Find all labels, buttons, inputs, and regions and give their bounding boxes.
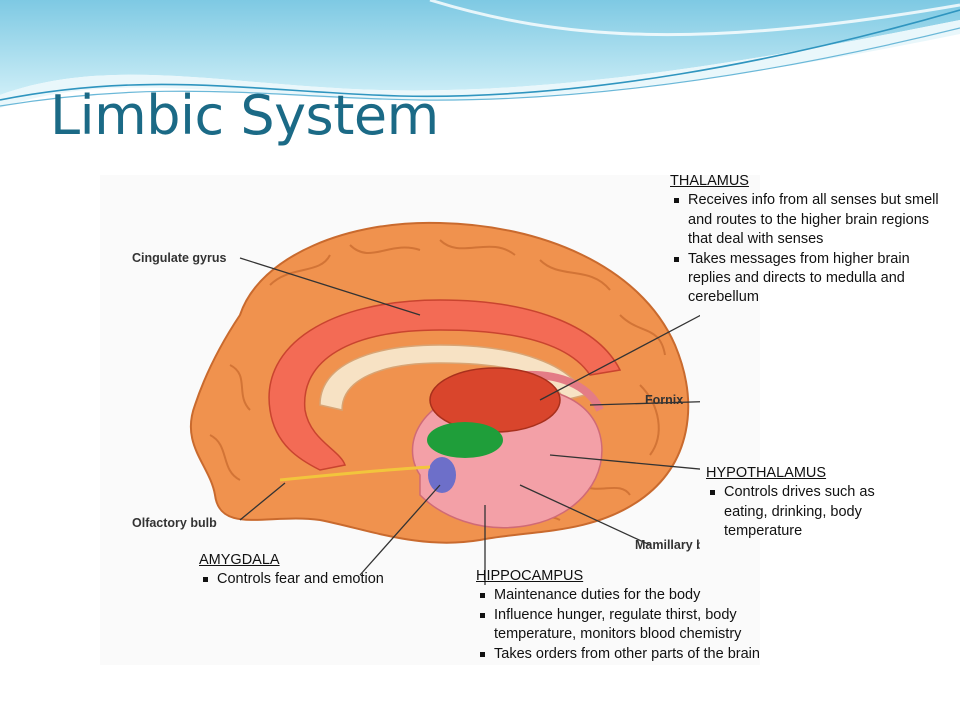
- hippocampus-list: Maintenance duties for the body Influenc…: [476, 586, 776, 664]
- callout-hippocampus: HIPPOCAMPUS Maintenance duties for the b…: [476, 567, 776, 664]
- thalamus-heading: THALAMUS: [670, 173, 749, 189]
- label-mamillary-body: Mamillary body: [635, 538, 700, 552]
- hippocampus-item-3: Takes orders from other parts of the bra…: [476, 645, 776, 664]
- thalamus-item-1: Receives info from all senses but smell …: [670, 191, 945, 249]
- page-title: Limbic System: [50, 84, 439, 147]
- brain-illustration: Cingulate gyrus Fornix Olfactory bulb Ma…: [132, 221, 700, 585]
- thalamus-list: Receives info from all senses but smell …: [670, 191, 945, 307]
- cingulate-gyrus-shape: [268, 299, 622, 471]
- label-fornix: Fornix: [645, 393, 683, 407]
- amygdala-heading: AMYGDALA: [199, 552, 280, 568]
- amygdala-shape: [428, 457, 456, 493]
- header-wave-decoration: [0, 0, 960, 108]
- hypothalamus-list: Controls drives such as eating, drinking…: [706, 483, 901, 541]
- callout-amygdala: AMYGDALA Controls fear and emotion: [199, 551, 429, 590]
- label-olfactory-bulb: Olfactory bulb: [132, 516, 217, 530]
- hypothalamus-shape: [427, 422, 503, 458]
- label-cingulate-gyrus: Cingulate gyrus: [132, 251, 227, 265]
- amygdala-item-1: Controls fear and emotion: [199, 570, 429, 589]
- hypothalamus-heading: HYPOTHALAMUS: [706, 465, 827, 481]
- callout-hypothalamus: HYPOTHALAMUS Controls drives such as eat…: [706, 464, 901, 542]
- thalamus-item-2: Takes messages from higher brain replies…: [670, 250, 945, 308]
- hypothalamus-item-1: Controls drives such as eating, drinking…: [706, 483, 901, 541]
- hippocampus-item-2: Influence hunger, regulate thirst, body …: [476, 606, 776, 645]
- hippocampus-item-1: Maintenance duties for the body: [476, 586, 776, 605]
- hippocampus-heading: HIPPOCAMPUS: [476, 568, 584, 584]
- callout-thalamus: THALAMUS Receives info from all senses b…: [670, 172, 945, 308]
- amygdala-list: Controls fear and emotion: [199, 570, 429, 589]
